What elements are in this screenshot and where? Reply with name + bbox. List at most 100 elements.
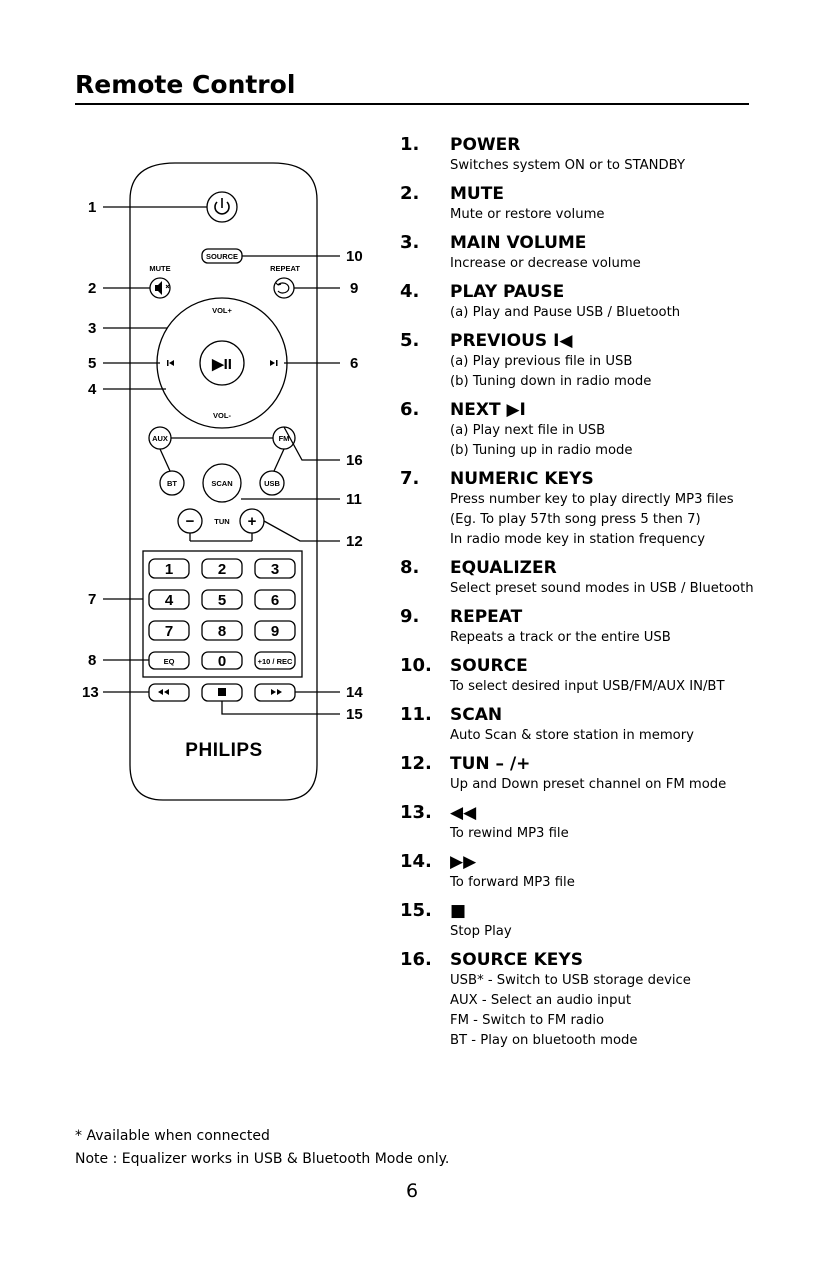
usb-button (259, 470, 285, 496)
feature-number: 5. (400, 330, 420, 351)
feature-item: 5.PREVIOUS I◀(a) Play previous file in U… (398, 330, 778, 392)
fm-label: FM (279, 434, 290, 443)
feature-number: 6. (400, 399, 420, 420)
feature-description: Auto Scan & store station in memory (450, 728, 694, 743)
key-1: 1 (165, 561, 173, 578)
callout-number: 4 (88, 381, 97, 398)
keypad-box (142, 550, 303, 678)
feature-item: 8. EQUALIZER Select preset sound modes in … (398, 557, 778, 599)
feature-number: 13. (400, 802, 432, 823)
callout-number: 16 (346, 452, 363, 469)
feature-description: (b) Tuning down in radio mode (450, 374, 652, 389)
feature-item: 11. SCAN Auto Scan & store station in memo… (398, 704, 778, 746)
feature-item: 12.TUN – /+Up and Down preset channel on… (398, 753, 778, 795)
feature-heading: PLAY PAUSE (450, 282, 565, 302)
plus10-rec-button (254, 651, 296, 670)
feature-item: 13. ◀◀ To rewind MP3 file (398, 802, 778, 844)
tun-plus-label: + (248, 513, 257, 530)
remote-body-outline (129, 162, 318, 801)
callout-number: 11 (346, 491, 362, 508)
feature-description: Up and Down preset channel on FM mode (450, 777, 727, 792)
feature-heading: ◀◀ (450, 803, 477, 823)
feature-number: 3. (400, 232, 420, 253)
feature-number: 11. (400, 704, 432, 725)
feature-heading: ▶▶ (450, 852, 477, 872)
key-5: 5 (218, 592, 226, 609)
key-0: 0 (218, 653, 226, 670)
repeat-button (273, 277, 295, 299)
feature-description: BT - Play on bluetooth mode (450, 1033, 638, 1048)
feature-heading: REPEAT (450, 607, 523, 627)
page-title: Remote Control (75, 70, 296, 99)
feature-number: 7. (400, 468, 420, 489)
key-4: 4 (165, 592, 174, 609)
feature-heading: SOURCE KEYS (450, 950, 583, 970)
feature-heading: MAIN VOLUME (450, 233, 587, 253)
feature-description: To select desired input USB/FM/AUX IN/BT (450, 679, 725, 694)
key-7: 7 (165, 623, 173, 640)
aux-label: AUX (152, 434, 168, 443)
vol-down-label: VOL- (213, 411, 231, 420)
feature-description: USB* - Switch to USB storage device (450, 973, 691, 988)
feature-number: 15. (400, 900, 432, 921)
note: Note : Equalizer works in USB & Bluetoot… (75, 1151, 450, 1167)
feature-description: Select preset sound modes in USB / Bluet… (450, 581, 754, 596)
feature-heading: POWER (450, 135, 521, 155)
feature-item: 15.■Stop Play (398, 900, 778, 942)
title-rule (75, 103, 749, 105)
bt-label: BT (167, 479, 177, 488)
callout-number: 3 (88, 320, 96, 337)
feature-heading: MUTE (450, 184, 504, 204)
callout-number: 13 (82, 684, 99, 701)
key-3: 3 (271, 561, 279, 578)
feature-number: 8. (400, 557, 420, 578)
callout-number: 5 (88, 355, 96, 372)
repeat-label: REPEAT (270, 264, 300, 273)
feature-description: FM - Switch to FM radio (450, 1013, 605, 1028)
feature-number: 14. (400, 851, 432, 872)
bt-button (159, 470, 185, 496)
feature-description: To forward MP3 file (450, 875, 575, 890)
tun-label: TUN (214, 517, 229, 526)
callout-number: 15 (346, 706, 363, 723)
brand-logo: PHILIPS (185, 740, 262, 761)
callout-number: 2 (88, 280, 96, 297)
callout-number: 9 (350, 280, 358, 297)
feature-item: 14. ▶▶ To forward MP3 file (398, 851, 778, 893)
mute-label: MUTE (149, 264, 170, 273)
feature-number: 9. (400, 606, 420, 627)
feature-item: 9. REPEAT Repeats a track or the entire US… (398, 606, 778, 648)
tun-minus-label: − (186, 513, 195, 530)
feature-heading: SOURCE (450, 656, 528, 676)
callout-number: 6 (350, 355, 358, 372)
feature-description: (Eg. To play 57th song press 5 then 7) (450, 512, 701, 527)
remote-control-illustration: SOURCE MUTE REPEAT VOL+ VOL- ▶II AUX FM … (82, 162, 363, 801)
callout-number: 8 (88, 652, 96, 669)
feature-description: Repeats a track or the entire USB (450, 630, 671, 645)
feature-description: Mute or restore volume (450, 207, 605, 222)
feature-heading: NEXT ▶I (450, 400, 526, 420)
usb-label: USB (264, 479, 280, 488)
key-2: 2 (218, 561, 226, 578)
feature-heading: ■ (450, 901, 467, 921)
feature-heading: EQUALIZER (450, 558, 557, 578)
feature-heading: PREVIOUS I◀ (450, 331, 573, 351)
feature-heading: SCAN (450, 705, 503, 725)
feature-number: 2. (400, 183, 420, 204)
key-9: 9 (271, 623, 279, 640)
callout-number: 10 (346, 248, 363, 265)
feature-description: To rewind MP3 file (450, 826, 569, 841)
vol-up-label: VOL+ (212, 306, 232, 315)
feature-description: Press number key to play directly MP3 fi… (450, 492, 734, 507)
feature-description: In radio mode key in station frequency (450, 532, 706, 547)
page-number: 6 (405, 1180, 419, 1202)
feature-heading: NUMERIC KEYS (450, 469, 594, 489)
callout-number: 12 (346, 533, 363, 550)
feature-item: 4.PLAY PAUSE(a) Play and Pause USB / Blu… (398, 281, 778, 323)
plus10-rec-label: +10 / REC (258, 657, 293, 666)
feature-description: Switches system ON or to STANDBY (450, 158, 686, 173)
feature-number: 16. (400, 949, 432, 970)
